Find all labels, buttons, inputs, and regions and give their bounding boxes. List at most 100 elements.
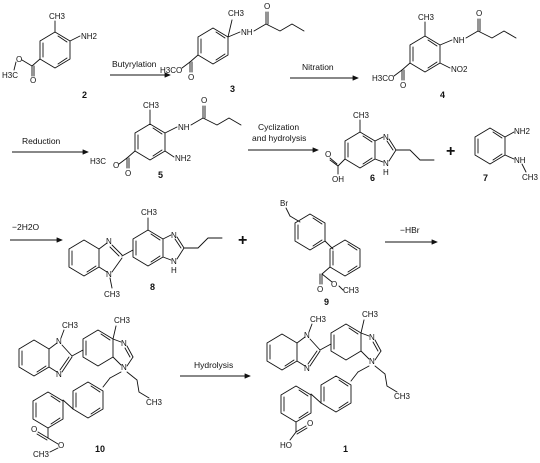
c3-methyl: CH3 bbox=[228, 9, 245, 18]
c1-propyl: CH3 bbox=[394, 392, 411, 401]
c6-acid: OH bbox=[332, 175, 344, 184]
compound-4: CH3 NH O NO2 O O H3C 4 bbox=[372, 9, 517, 100]
compound-2: CH3 NH2 O O H3C 2 bbox=[2, 12, 98, 100]
c3-amide-nh: NH bbox=[241, 28, 253, 37]
c8-n: N bbox=[171, 231, 177, 240]
svg-text:O: O bbox=[400, 81, 406, 90]
svg-text:O: O bbox=[31, 425, 37, 434]
c10-n-methyl: CH3 bbox=[62, 321, 79, 330]
c6-h: H bbox=[383, 168, 389, 177]
c8-n-me-methyl: CH3 bbox=[104, 290, 121, 299]
c9-methyl: CH3 bbox=[343, 286, 360, 295]
compound-1: N CH3 N CH3 N N CH3 O bbox=[266, 310, 411, 454]
c7-methyl: CH3 bbox=[522, 173, 539, 182]
compound-number-10: 10 bbox=[95, 444, 105, 454]
compound-6: CH3 N N H O OH 6 bbox=[325, 111, 435, 184]
compound-number-1: 1 bbox=[343, 444, 348, 454]
c3-ester-methyl: H3C bbox=[160, 66, 176, 75]
c5-amine: NH2 bbox=[175, 154, 192, 163]
c4-nitro: NO2 bbox=[451, 65, 468, 74]
svg-text:O: O bbox=[125, 169, 131, 178]
step-reduction: Reduction bbox=[12, 136, 89, 155]
compound-number-9: 9 bbox=[324, 297, 329, 307]
svg-text:O: O bbox=[16, 55, 22, 64]
c2-ester-methyl: H3C bbox=[2, 71, 18, 80]
compound-number-5: 5 bbox=[158, 170, 163, 180]
c10-n: N bbox=[56, 337, 62, 346]
c10-propyl: CH3 bbox=[146, 398, 163, 407]
compound-10: N CH3 N CH3 N N CH3 O bbox=[18, 316, 163, 459]
c5-amide-nh: NH bbox=[178, 123, 190, 132]
svg-text:O: O bbox=[176, 66, 182, 75]
svg-text:N: N bbox=[369, 357, 375, 366]
compound-3: CH3 NH O O O H3C 3 bbox=[160, 2, 305, 94]
c8-h: H bbox=[171, 266, 177, 275]
step-hbr: −HBr bbox=[385, 225, 438, 245]
c1-acid: HO bbox=[280, 441, 292, 450]
step-label-dehydration: −2H2O bbox=[12, 222, 40, 232]
step-label-butyrylation: Butyrylation bbox=[112, 59, 157, 69]
c6-methyl: CH3 bbox=[353, 111, 370, 120]
c10-ester-methyl: CH3 bbox=[33, 450, 50, 459]
compound-number-3: 3 bbox=[230, 84, 235, 94]
compound-number-2: 2 bbox=[82, 90, 87, 100]
step-hydrolysis: Hydrolysis bbox=[180, 360, 251, 379]
c2-methyl: CH3 bbox=[49, 12, 66, 21]
c4-amide-nh: NH bbox=[453, 36, 465, 45]
step-nitration: Nitration bbox=[290, 62, 359, 81]
c4-ester-methyl: H3C bbox=[372, 74, 388, 83]
svg-text:O: O bbox=[264, 2, 270, 11]
svg-text:N: N bbox=[304, 364, 310, 373]
c1-n-methyl: CH3 bbox=[310, 315, 327, 324]
step-label-hydrolysis: Hydrolysis bbox=[194, 360, 233, 370]
c4-methyl: CH3 bbox=[418, 13, 435, 22]
c5-ester-methyl: H3C bbox=[90, 157, 106, 166]
step-label-hbr: −HBr bbox=[400, 225, 420, 235]
c6-nh: N bbox=[383, 159, 389, 168]
svg-text:O: O bbox=[30, 76, 36, 85]
compound-number-8: 8 bbox=[150, 282, 155, 292]
plus-sign-1: + bbox=[446, 143, 455, 160]
compound-number-4: 4 bbox=[440, 90, 445, 100]
svg-text:N: N bbox=[56, 370, 62, 379]
step-label-hydrolysis-sub: and hydrolysis bbox=[252, 133, 306, 143]
svg-text:O: O bbox=[388, 74, 394, 83]
c5-methyl: CH3 bbox=[143, 101, 160, 110]
svg-text:O: O bbox=[307, 419, 313, 428]
svg-text:N: N bbox=[121, 363, 127, 372]
c7-nh: NH bbox=[514, 156, 526, 165]
svg-text:O: O bbox=[331, 280, 337, 289]
plus-sign-2: + bbox=[238, 232, 247, 249]
compound-number-6: 6 bbox=[370, 173, 375, 183]
step-butyrylation: Butyrylation bbox=[110, 59, 171, 78]
svg-text:O: O bbox=[188, 73, 194, 82]
step-label-cyclization: Cyclization bbox=[258, 122, 299, 132]
compound-9: Br O O CH3 9 bbox=[280, 199, 361, 307]
c8-methyl: CH3 bbox=[141, 208, 158, 217]
c10-methyl: CH3 bbox=[114, 316, 131, 325]
c8-nh: N bbox=[171, 257, 177, 266]
svg-text:O: O bbox=[476, 9, 482, 18]
step-label-reduction: Reduction bbox=[22, 136, 61, 146]
c1-methyl: CH3 bbox=[362, 310, 379, 319]
step-label-nitration: Nitration bbox=[302, 62, 334, 72]
svg-text:O: O bbox=[58, 441, 64, 450]
compound-number-7: 7 bbox=[483, 173, 488, 183]
step-cyclization: Cyclization and hydrolysis bbox=[248, 122, 319, 153]
compound-7: NH2 NH CH3 7 bbox=[474, 127, 539, 183]
compound-5: CH3 NH O NH2 O O H3C 5 bbox=[90, 96, 242, 180]
svg-text:O: O bbox=[201, 96, 207, 105]
c8-n-me: N bbox=[106, 270, 112, 279]
c1-n: N bbox=[304, 331, 310, 340]
svg-text:N: N bbox=[369, 333, 375, 342]
c6-n: N bbox=[383, 133, 389, 142]
c9-br: Br bbox=[280, 199, 288, 208]
svg-text:O: O bbox=[325, 150, 331, 159]
compound-8: N N CH3 CH3 N N H 8 bbox=[68, 208, 223, 299]
c7-amine: NH2 bbox=[514, 127, 531, 136]
svg-text:O: O bbox=[317, 285, 323, 294]
c8-n2: N bbox=[106, 237, 112, 246]
svg-text:N: N bbox=[121, 339, 127, 348]
svg-text:O: O bbox=[113, 161, 119, 170]
